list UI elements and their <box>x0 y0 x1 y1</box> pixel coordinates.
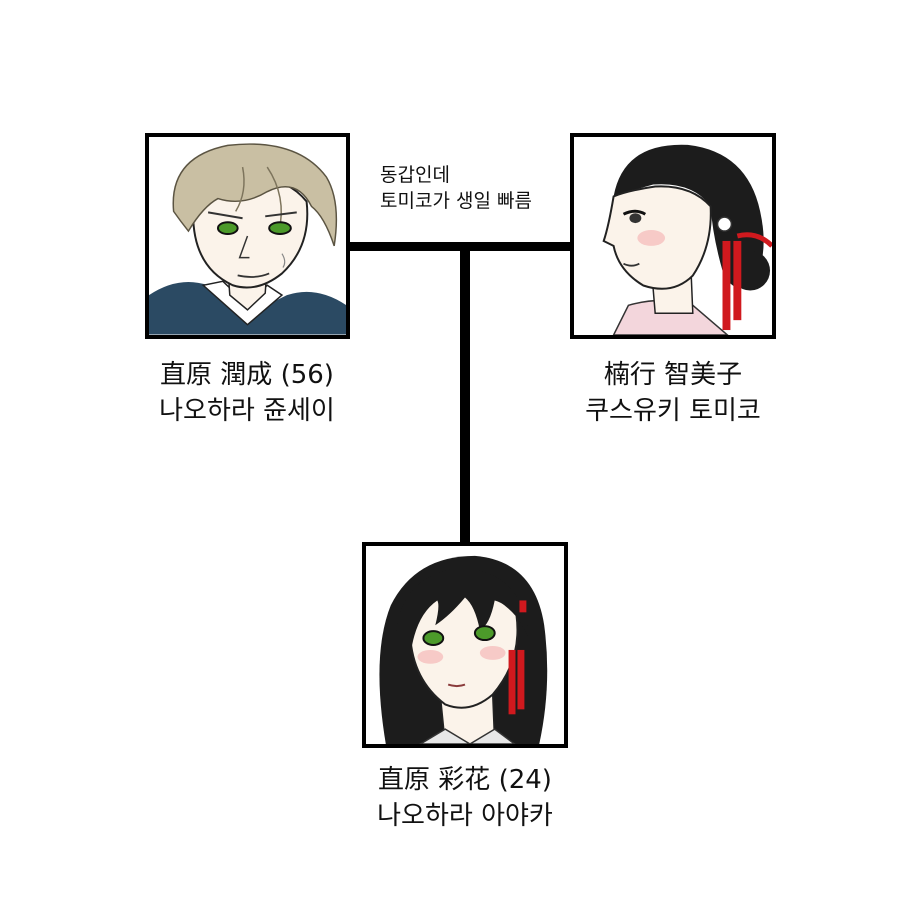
mother-name-kanji: 楠行 智美子 <box>603 360 743 390</box>
mother-illustration <box>602 144 772 335</box>
daughter-illustration <box>379 555 548 744</box>
father-name-korean: 나오하라 쥰세이 <box>159 395 335 426</box>
relationship-note: 동갑인데 토미코가 생일 빠름 <box>380 162 532 214</box>
father-left-eye <box>216 221 239 236</box>
father-clothing <box>149 281 346 335</box>
mother-portrait <box>570 133 776 339</box>
daughter-right-eye <box>473 625 496 642</box>
daughter-name-korean: 나오하라 아야카 <box>377 800 553 831</box>
father-name-kanji: 直原 潤成 (56) <box>160 360 334 390</box>
daughter-left-eye <box>422 630 445 646</box>
daughter-name-kanji: 直原 彩花 (24) <box>378 765 552 795</box>
daughter-hair-bangs <box>395 567 530 655</box>
mother-name-label: 楠行 智美子 쿠스유키 토미코 <box>573 358 773 430</box>
mother-name-korean: 쿠스유키 토미코 <box>585 395 761 426</box>
relationship-note-line-2: 토미코가 생일 빠름 <box>380 190 532 213</box>
father-name-label: 直原 潤成 (56) 나오하라 쥰세이 <box>147 358 347 430</box>
daughter-name-label: 直原 彩花 (24) 나오하라 아야카 <box>365 763 565 835</box>
father-illustration <box>149 143 346 335</box>
relationship-note-line-1: 동갑인데 <box>380 164 450 186</box>
father-right-eye <box>268 221 292 236</box>
child-connector-line <box>460 242 470 545</box>
father-hair <box>172 143 338 247</box>
father-portrait <box>145 133 350 339</box>
daughter-portrait <box>362 542 568 748</box>
